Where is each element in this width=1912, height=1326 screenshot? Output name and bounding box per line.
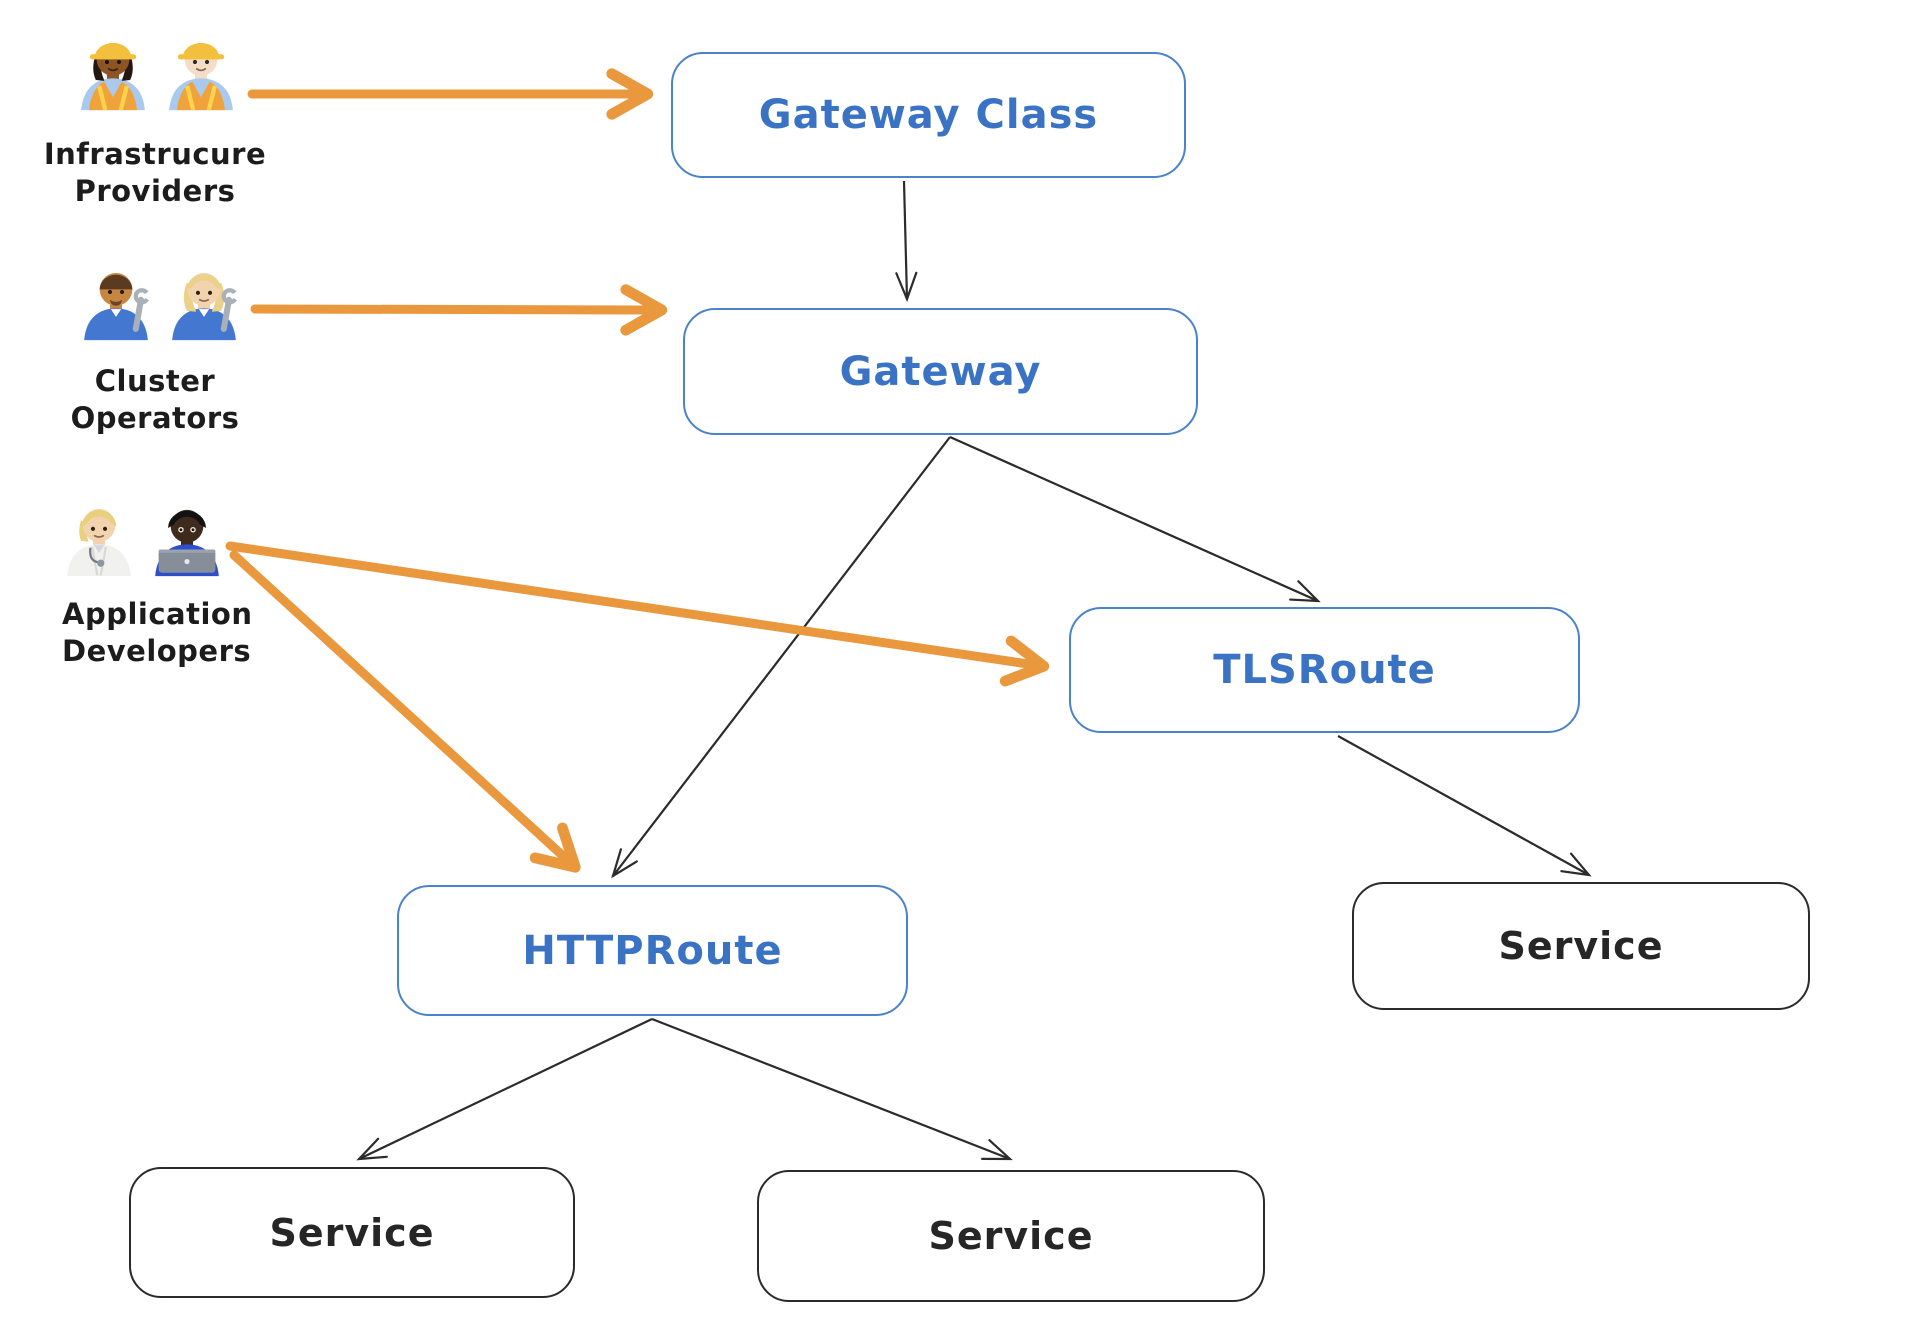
woman-construction-worker-emoji <box>81 43 145 111</box>
node-service-middle: Service <box>757 1170 1265 1302</box>
node-tlsroute-label: TLSRoute <box>1213 647 1436 693</box>
node-tlsroute: TLSRoute <box>1069 607 1580 733</box>
node-service-middle-label: Service <box>928 1214 1094 1258</box>
edge-httproute-to-service-left <box>356 1018 653 1161</box>
application-developers-label: Application Developers <box>62 597 253 668</box>
edge-gateway-class-to-gateway <box>895 180 918 303</box>
man-construction-worker-emoji <box>169 43 233 111</box>
node-gateway-class: Gateway Class <box>671 52 1186 178</box>
edge-tlsroute-to-service-right <box>1337 735 1592 877</box>
persona-infrastructure-providers <box>70 20 244 116</box>
infrastructure-providers-label: Infrastrucure Providers <box>43 137 267 208</box>
node-gateway-class-label: Gateway Class <box>758 92 1099 138</box>
node-httproute: HTTPRoute <box>397 885 908 1016</box>
node-gateway: Gateway <box>683 308 1198 435</box>
node-service-left-label: Service <box>269 1210 435 1255</box>
cluster-operators-label: Cluster Operators <box>70 364 240 435</box>
edge-application-developers-to-tlsroute <box>225 541 1050 687</box>
node-httproute-label: HTTPRoute <box>522 927 783 974</box>
node-service-right-label: Service <box>1498 924 1664 968</box>
persona-application-developers <box>56 486 230 582</box>
edge-cluster-operators-to-gateway <box>250 284 668 336</box>
technologist-emoji <box>155 509 219 577</box>
node-gateway-label: Gateway <box>839 348 1042 395</box>
application-developers-emojis <box>56 486 230 582</box>
edge-application-developers-to-httproute <box>229 550 581 873</box>
edge-gateway-to-tlsroute <box>949 435 1321 603</box>
edge-gateway-to-httproute <box>611 436 951 879</box>
persona-cluster-operators <box>73 250 247 346</box>
health-worker-emoji <box>67 509 131 577</box>
edge-httproute-to-service-middle <box>651 1017 1013 1161</box>
cluster-operators-emojis <box>73 250 247 346</box>
woman-mechanic-emoji <box>172 273 241 341</box>
man-mechanic-emoji <box>84 273 153 341</box>
node-service-right: Service <box>1352 882 1810 1010</box>
node-service-left: Service <box>129 1167 575 1298</box>
infrastructure-providers-emojis <box>70 20 244 116</box>
